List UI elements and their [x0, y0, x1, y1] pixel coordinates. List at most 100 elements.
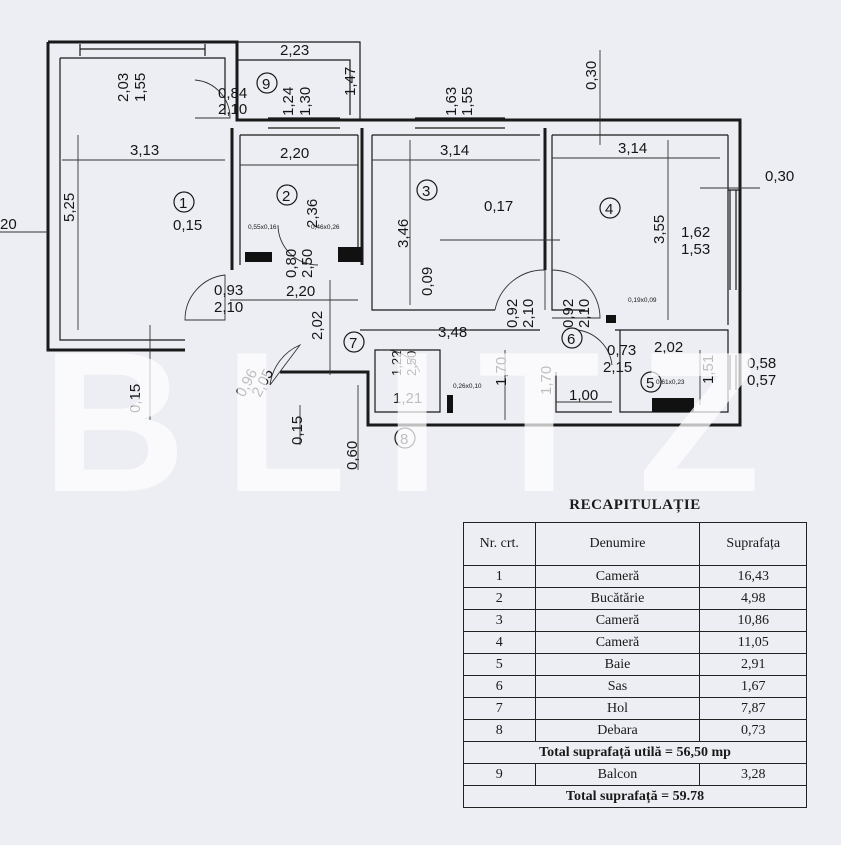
cell-nr: 5: [463, 653, 536, 676]
header-area: Suprafața: [699, 522, 807, 566]
dim-hall-h: 2,02: [309, 311, 326, 340]
cell-area: 16,43: [699, 565, 807, 588]
dim-hall-len: 3,48: [438, 324, 467, 341]
cell-name: Debara: [534, 719, 701, 742]
dim-r4-door-w: 0,92: [560, 299, 577, 328]
cell-area: 11,05: [699, 631, 807, 654]
dim-r3-win-h: 1,55: [459, 87, 476, 116]
dim-r3-width: 3,14: [440, 142, 469, 159]
total-util-cell: Total suprafață utilă = 56,50 mp: [463, 741, 807, 764]
dim-pantry-h: 1,70: [493, 357, 510, 386]
duct-label-2: 0,46x0,26: [311, 224, 340, 231]
total-row: Total suprafață = 59.78: [463, 785, 807, 808]
dimension-lines: [0, 50, 760, 470]
duct-label-4: 0,26x0,10: [453, 383, 482, 390]
dim-r1-door-w: 0,93: [214, 282, 243, 299]
ventilation-ducts: 0,55x0,16 0,46x0,26 0,19x0,09 0,26x0,10 …: [245, 224, 694, 413]
room-8-marker: 8: [400, 431, 408, 448]
dim-r2-height: 2,36: [304, 199, 321, 228]
cell-area: 1,67: [699, 675, 807, 698]
dim-mid-015: 0,15: [289, 416, 306, 445]
dim-r4-side-wall: 0,30: [765, 168, 794, 185]
room-9-marker: 9: [262, 76, 270, 93]
room-3-marker: 3: [422, 183, 430, 200]
dim-r3-wall: 0,17: [484, 198, 513, 215]
cell-nr: 4: [463, 631, 536, 654]
room-7-marker: 7: [349, 335, 357, 352]
dim-r4-door-h: 2,10: [576, 299, 593, 328]
dim-r4-win-h: 1,53: [681, 241, 710, 258]
cell-nr: 1: [463, 565, 536, 588]
header-nr: Nr. crt.: [463, 522, 536, 566]
cell-area: 0,73: [699, 719, 807, 742]
cell-nr: 8: [463, 719, 536, 742]
interior-walls: [230, 117, 740, 413]
room-4-marker: 4: [605, 201, 613, 218]
cell-nr: 9: [463, 763, 536, 786]
exterior-walls: [46, 40, 742, 427]
cell-nr: 6: [463, 675, 536, 698]
dim-r2-width: 2,20: [280, 145, 309, 162]
dim-balcony-door-h: 2,10: [218, 101, 247, 118]
cell-name: Cameră: [534, 609, 701, 632]
cell-name: Bucătărie: [534, 587, 701, 610]
dim-sas-h: 1,70: [538, 366, 555, 395]
dim-r4-win-w: 1,62: [681, 224, 710, 241]
cell-name: Balcon: [534, 763, 701, 786]
dim-bath-h: 1,51: [700, 355, 717, 384]
table-header-row: Nr. crt. Denumire Suprafața: [463, 522, 807, 566]
dim-bath-door-w: 0,73: [607, 342, 636, 359]
balcony-outline: [194, 41, 361, 129]
dim-left-015: 0,15: [127, 384, 144, 413]
dim-r1-win-w: 2,03: [115, 73, 132, 102]
cell-nr: 3: [463, 609, 536, 632]
cell-name: Cameră: [534, 565, 701, 588]
dim-bath-win-w: 0,58: [747, 355, 776, 372]
cell-nr: 7: [463, 697, 536, 720]
dim-r3-win-w: 1,63: [443, 87, 460, 116]
dim-r1-width: 3,13: [130, 142, 159, 159]
dim-hall-w: 2,20: [286, 283, 315, 300]
dim-r3-door-h: 2,10: [520, 299, 537, 328]
dim-pantry-door-w: 1,22: [389, 351, 404, 376]
dim-r2-door-w: 0,80: [283, 249, 300, 278]
dim-sas-w: 1,00: [569, 387, 598, 404]
cell-area: 10,86: [699, 609, 807, 632]
dim-r1-win-h: 1,55: [132, 73, 149, 102]
dim-bal-win-w: 1,24: [280, 87, 297, 116]
cell-nr: 2: [463, 587, 536, 610]
dim-bath-win-h: 0,57: [747, 372, 776, 389]
cell-name: Cameră: [534, 631, 701, 654]
dim-balcony-w: 2,23: [280, 42, 309, 59]
cell-area: 2,91: [699, 653, 807, 676]
header-name: Denumire: [534, 522, 701, 566]
dim-r4-top-wall: 0,30: [583, 61, 600, 90]
room-5-marker: 5: [646, 375, 654, 392]
room-markers: 1 2 3 4 5 6 7 8 9: [173, 72, 662, 449]
dim-r3-door-w: 0,92: [504, 299, 521, 328]
dim-balcony-door-w: 0,84: [218, 85, 247, 102]
dim-balcony-h: 1,47: [342, 67, 359, 96]
dim-r1-door-h: 2,10: [214, 299, 243, 316]
dim-r1-height: 5,25: [61, 193, 78, 222]
dim-r1-pillar: 0,15: [173, 217, 202, 234]
dim-r2-door-h: 2,50: [299, 249, 316, 278]
cell-name: Hol: [534, 697, 701, 720]
dim-pantry-door-h: 2,50: [404, 351, 419, 376]
dim-bath-door-h: 2,15: [603, 359, 632, 376]
dim-bal-win-h: 1,30: [297, 87, 314, 116]
cell-area: 7,87: [699, 697, 807, 720]
duct-label-1: 0,55x0,16: [248, 224, 277, 231]
summary-table-section: RECAPITULAȚIE Nr. crt. Denumire Suprafaț…: [463, 497, 807, 808]
dimension-labels: 2,23 0,84 2,10 3,13 2,20 3,14 3,14 0,30 …: [0, 42, 794, 407]
dim-bath-w: 2,02: [654, 339, 683, 356]
room-1-marker: 1: [179, 195, 187, 212]
cell-name: Baie: [534, 653, 701, 676]
